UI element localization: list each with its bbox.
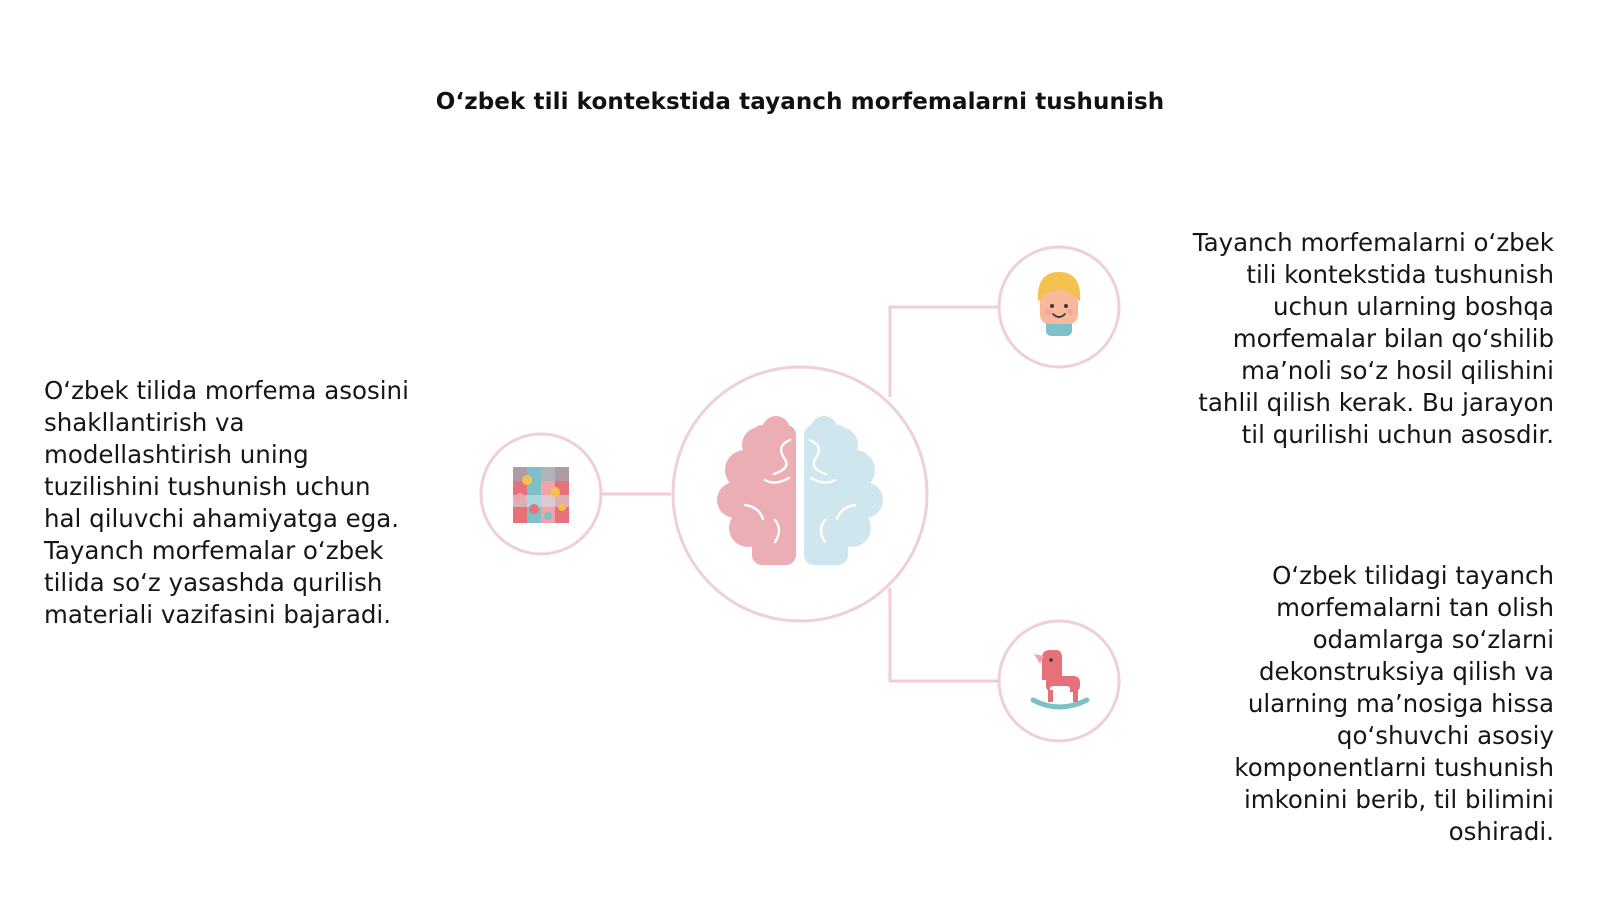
connector-right-bottom (888, 588, 998, 683)
text-line: odamlarga so‘zlarni (1312, 625, 1554, 654)
text-line: materiali vazifasini bajaradi. (44, 600, 391, 629)
text-line: morfemalarni tan olish (1276, 593, 1554, 622)
right-top-node (997, 245, 1121, 369)
right-bottom-description: O‘zbek tilidagi tayanch morfemalarni tan… (1110, 560, 1554, 848)
text-line: ularning ma’nosiga hissa (1247, 689, 1554, 718)
text-line: qo‘shuvchi asosiy (1336, 721, 1554, 750)
text-line: modellashtirish uning (44, 440, 309, 469)
text-line: tuzilishini tushunish uchun (44, 472, 371, 501)
page-title: O‘zbek tili kontekstida tayanch morfemal… (435, 89, 1165, 115)
puzzle-icon (513, 467, 569, 523)
connector-lines (601, 305, 998, 683)
text-line: Tayanch morfemalarni o‘zbek (1192, 228, 1554, 257)
text-line: O‘zbek tilidagi tayanch (1272, 561, 1554, 590)
text-line: dekonstruksiya qilish va (1258, 657, 1554, 686)
text-line: tahlil qilish kerak. Bu jarayon (1198, 388, 1554, 417)
text-line: hal qiluvchi ahamiyatga ega. (44, 504, 400, 533)
text-line: shakllantirish va (44, 408, 245, 437)
right-top-description: Tayanch morfemalarni o‘zbek tili konteks… (1110, 227, 1554, 451)
text-line: tili kontekstida tushunish (1246, 260, 1554, 289)
right-bottom-node (997, 619, 1121, 743)
rocking-horse-icon (1030, 650, 1090, 710)
text-line: til qurilishi uchun asosdir. (1241, 420, 1554, 449)
brain-icon (717, 416, 883, 570)
text-line: tilida so‘z yasashda qurilish (44, 568, 383, 597)
left-node (479, 432, 603, 556)
child-face-icon (1037, 272, 1081, 336)
text-line: komponentlarni tushunish (1234, 753, 1554, 782)
text-line: oshiradi. (1448, 817, 1554, 846)
text-line: ma’noli so‘z hosil qilishini (1241, 356, 1554, 385)
text-line: Tayanch morfemalar o‘zbek (44, 536, 384, 565)
text-line: uchun ularning boshqa (1273, 292, 1554, 321)
left-description: O‘zbek tilida morfema asosini shakllanti… (44, 375, 454, 631)
center-node (671, 365, 929, 623)
text-line: O‘zbek tilida morfema asosini (44, 376, 409, 405)
text-line: morfemalar bilan qo‘shilib (1232, 324, 1554, 353)
connector-right-top (888, 305, 998, 397)
text-line: imkonini berib, til bilimini (1243, 785, 1554, 814)
